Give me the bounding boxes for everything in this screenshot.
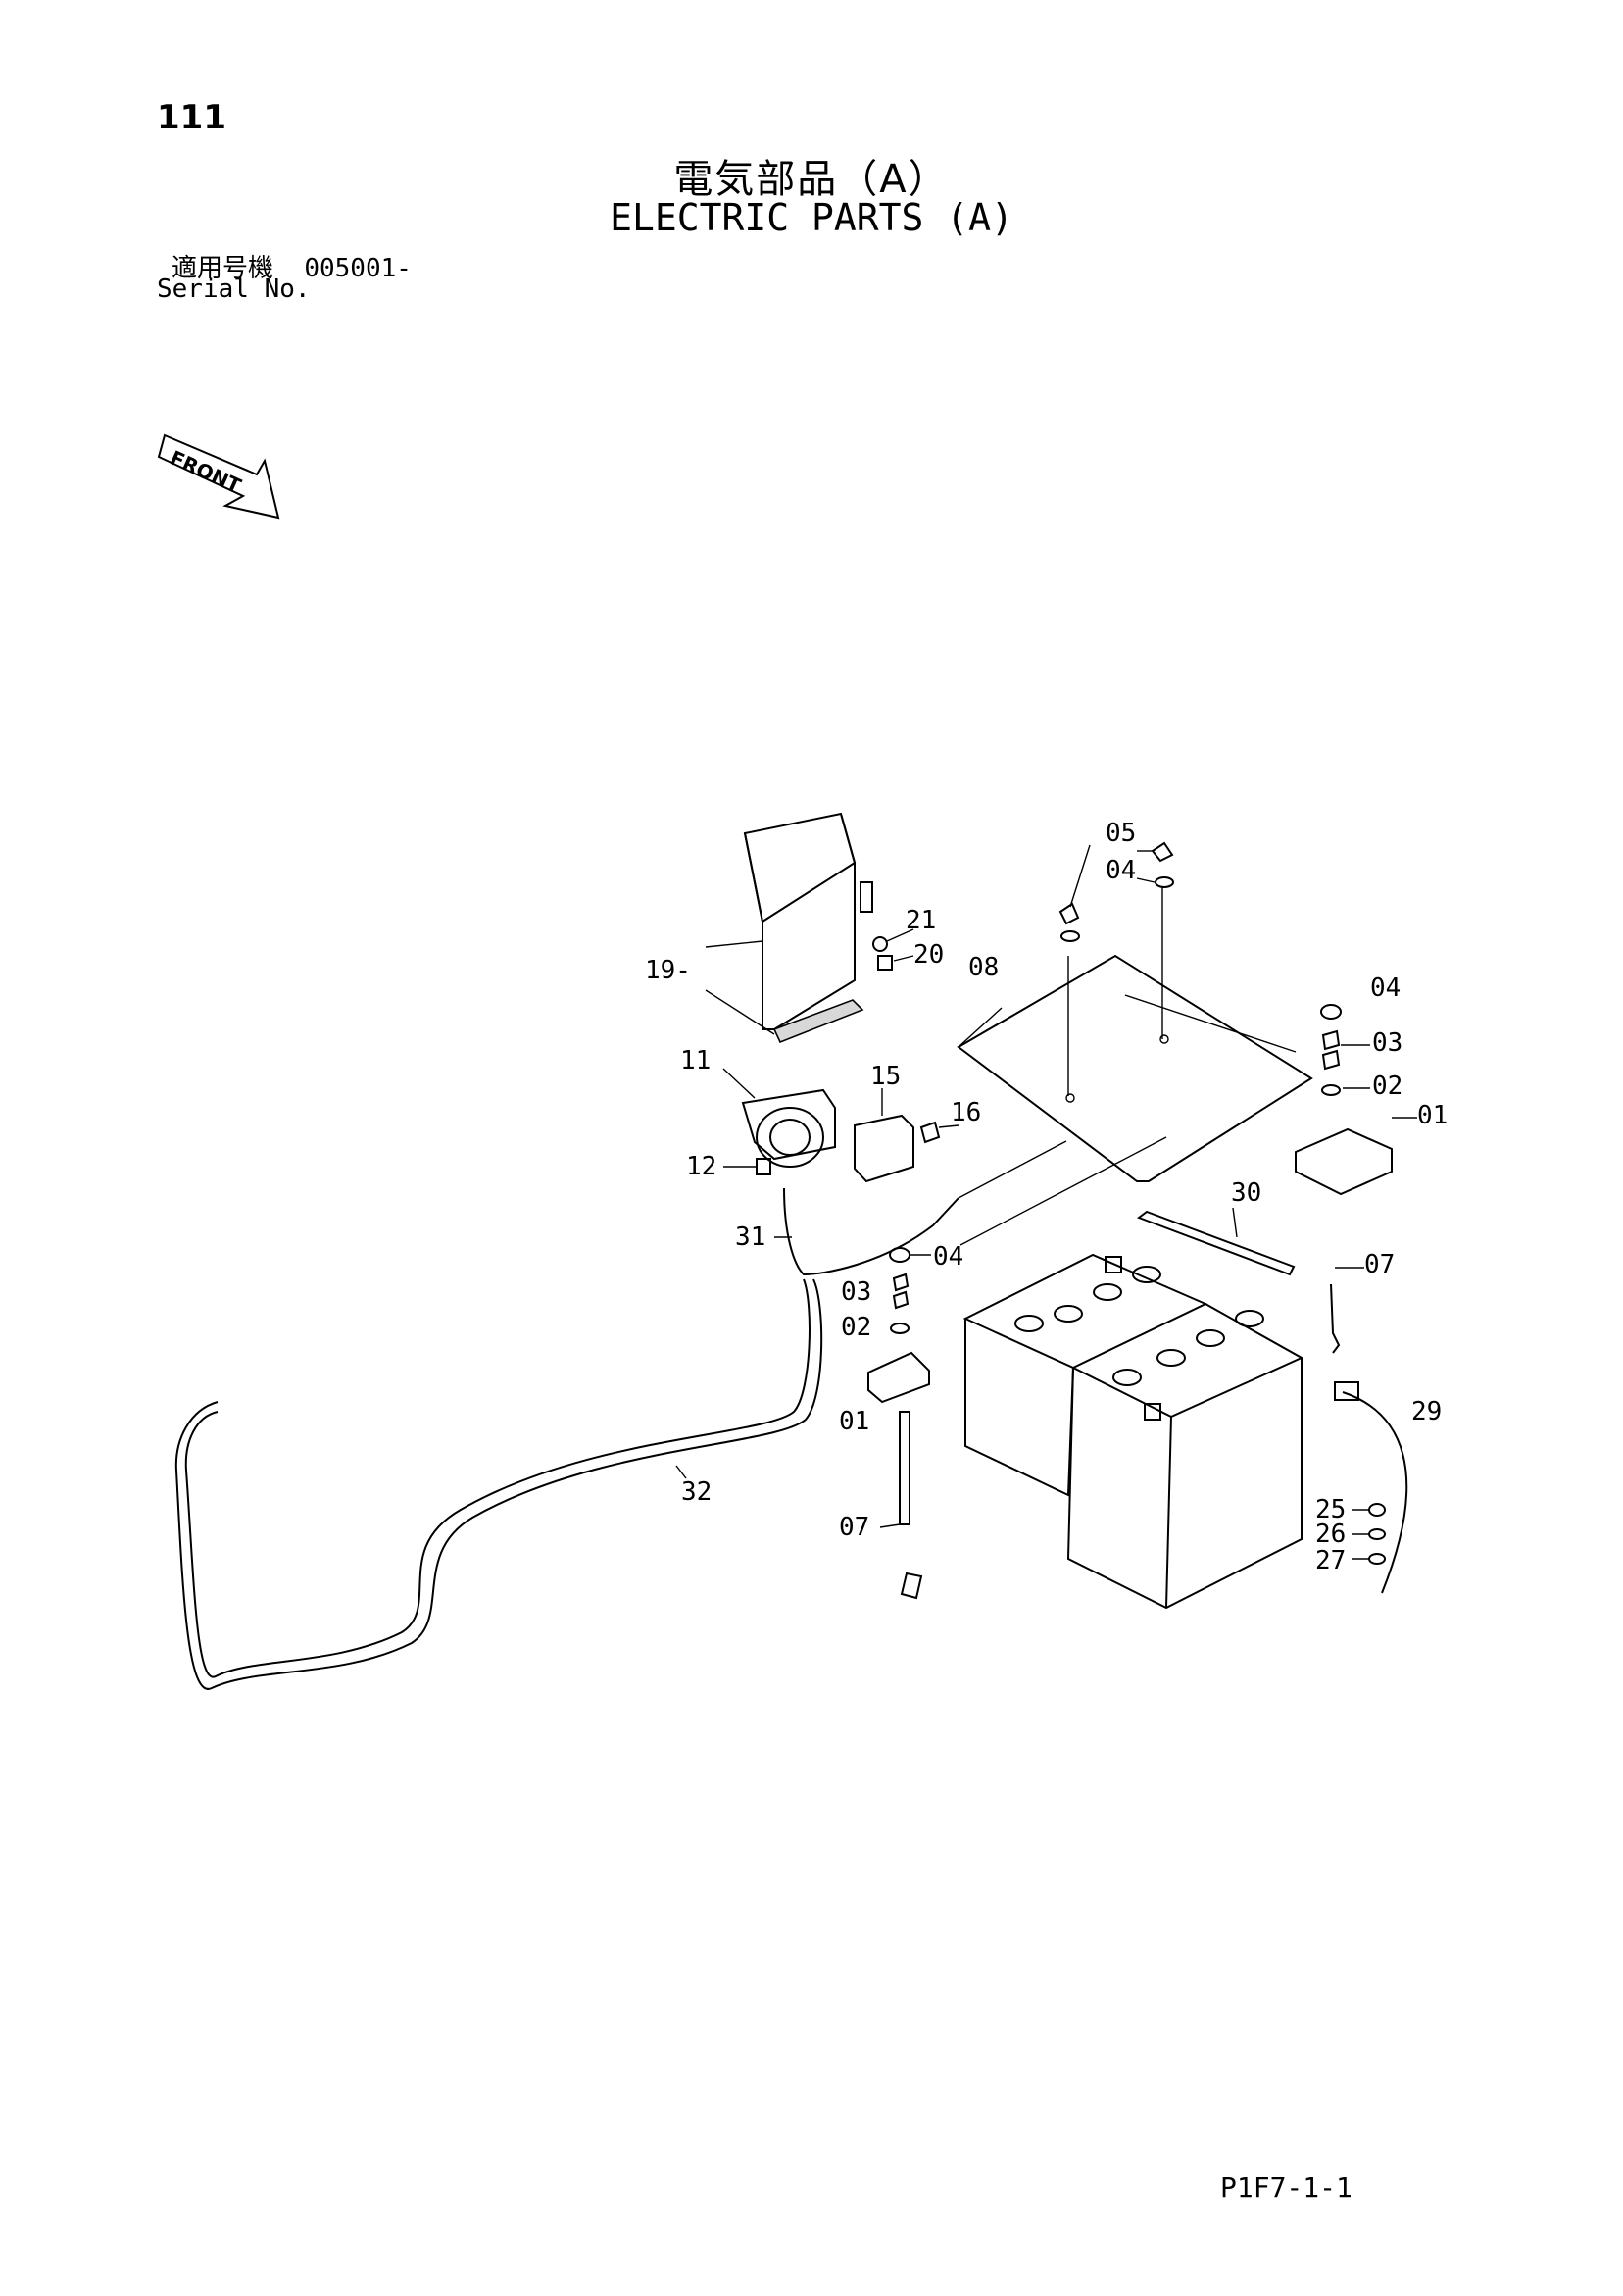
label-12: 12	[686, 1152, 716, 1181]
label-02-left: 02	[841, 1313, 871, 1342]
page-number: 111	[157, 98, 226, 137]
label-01-left: 01	[839, 1407, 869, 1436]
serial-label-english: Serial No.	[157, 275, 311, 304]
label-04-top: 04	[1106, 856, 1136, 885]
label-21: 21	[906, 906, 936, 935]
batteries	[962, 1253, 1303, 1610]
label-31: 31	[735, 1223, 765, 1252]
label-19: 19-	[645, 956, 691, 985]
label-11: 11	[680, 1046, 711, 1075]
label-05: 05	[1106, 819, 1136, 848]
ground-cable-part-29	[1334, 1381, 1408, 1594]
label-07-left: 07	[839, 1513, 869, 1542]
bracket-stack-right	[1295, 1004, 1417, 1196]
page-title-japanese: 電気部品（A）	[673, 157, 950, 202]
label-27: 27	[1315, 1546, 1346, 1575]
switch-part-15-16	[854, 1088, 959, 1183]
label-15: 15	[870, 1062, 901, 1091]
label-07-right: 07	[1364, 1250, 1395, 1279]
label-03-right: 03	[1372, 1028, 1402, 1058]
serial-label-japanese: 適用号機	[172, 254, 274, 283]
wing-nut-washer-top	[1058, 841, 1174, 942]
label-01-right: 01	[1417, 1101, 1448, 1130]
serial-number-line: 適用号機 005001-	[172, 248, 412, 284]
cable-part-31	[783, 1187, 959, 1276]
bolt-washer-20-21	[872, 928, 914, 971]
label-04-right: 04	[1370, 973, 1401, 1003]
label-32: 32	[681, 1477, 712, 1507]
label-02-right: 02	[1372, 1072, 1402, 1101]
bracket-stack-left	[867, 1247, 931, 1600]
front-arrow-icon: FRONT	[157, 433, 280, 520]
serial-range: 005001-	[304, 254, 412, 283]
label-03-left: 03	[841, 1277, 871, 1307]
label-26: 26	[1315, 1520, 1346, 1549]
label-08: 08	[968, 953, 999, 982]
label-16: 16	[951, 1098, 981, 1127]
hold-down-bar-part-30	[1136, 1210, 1296, 1276]
page-code: P1F7-1-1	[1220, 2171, 1352, 2204]
label-29: 29	[1411, 1397, 1442, 1426]
rod-part-07-right	[1330, 1283, 1341, 1354]
label-30: 30	[1231, 1178, 1261, 1208]
label-04-mid: 04	[933, 1242, 963, 1272]
parts-diagram: 05 04 21 20 19- 08 04 03 02 01 11 15 16 …	[174, 812, 1448, 1690]
plate-part-08	[957, 887, 1313, 1182]
cable-part-32	[174, 1278, 823, 1690]
label-25: 25	[1315, 1495, 1346, 1524]
page-title-english: ELECTRIC PARTS (A)	[610, 196, 1013, 239]
battery-relay-part-11	[722, 1068, 836, 1175]
label-20: 20	[913, 940, 944, 970]
cover-part-19	[705, 812, 873, 1044]
